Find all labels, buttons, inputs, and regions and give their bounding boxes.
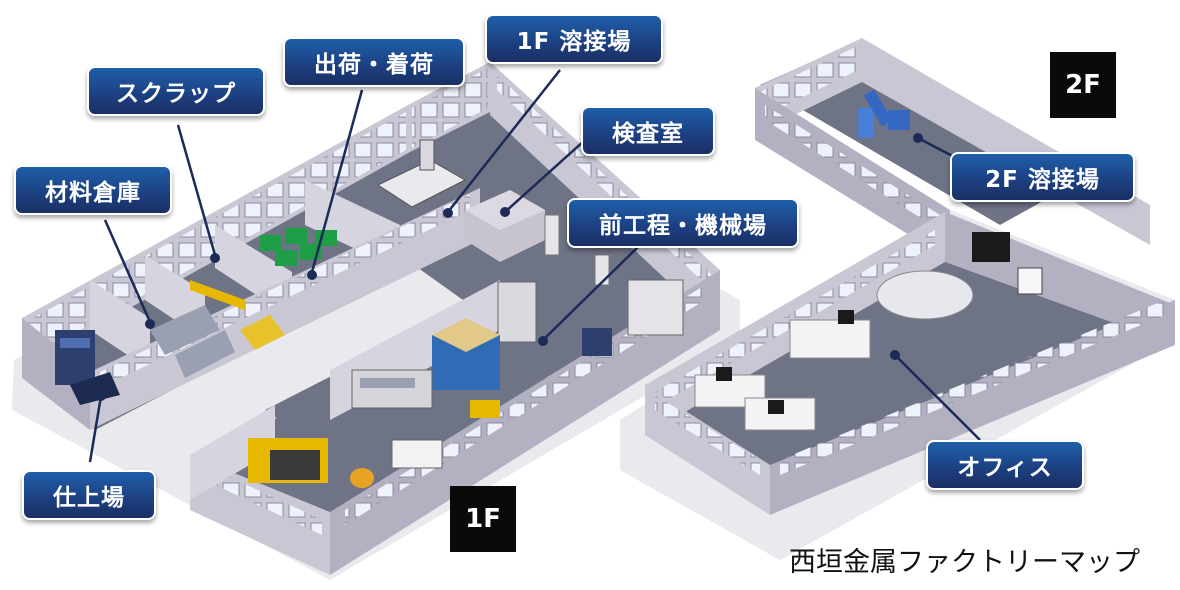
orange-drum — [350, 468, 374, 488]
scrap-bin — [240, 315, 285, 350]
machine-cabinet-1 — [497, 281, 537, 343]
desk-1 — [789, 319, 871, 359]
machine-cabinet-2 — [627, 279, 684, 336]
label-welding-1f: 1F 溶接場 — [485, 14, 663, 64]
floor-marker-2f: 2F — [1050, 52, 1116, 118]
floor-marker-1f: 1F — [450, 486, 516, 552]
label-shipping: 出荷・着荷 — [283, 37, 465, 87]
wall-office-back-windows — [655, 230, 935, 407]
robot-arm-2f — [858, 89, 910, 138]
wall-office-front-windows — [655, 395, 760, 475]
wall-office-bottom-windows — [780, 300, 1165, 475]
leader-machining — [542, 244, 641, 341]
floor-1f-building — [12, 62, 740, 580]
label-office: オフィス — [926, 440, 1084, 490]
green-crates — [260, 235, 282, 251]
small-machine-2 — [582, 328, 612, 356]
wall-2f-upper-left-windows — [765, 105, 940, 230]
label-materials: 材料倉庫 — [14, 165, 172, 215]
small-machine-1 — [470, 400, 500, 418]
leader-scrap — [176, 124, 217, 256]
leader-welding-1f — [447, 69, 561, 213]
leader-lines — [88, 69, 981, 463]
monitor-1 — [838, 310, 854, 324]
wall-lower-left-windows — [198, 462, 322, 535]
monitor-2 — [716, 367, 732, 381]
whiteboard — [1017, 267, 1043, 295]
wall-2f-upper-windows — [760, 46, 858, 118]
material-rack — [150, 305, 220, 355]
label-finishing: 仕上場 — [22, 470, 156, 520]
leader-shipping — [310, 89, 364, 273]
welding-table-1f — [376, 159, 467, 208]
robot-arm-1f-a — [544, 214, 560, 256]
meeting-table — [876, 270, 974, 320]
wall-office-bottom — [770, 300, 1175, 515]
label-machining: 前工程・機械場 — [567, 198, 799, 248]
leader-materials — [103, 219, 152, 323]
leader-finishing — [88, 395, 103, 463]
label-inspection: 検査室 — [581, 106, 715, 156]
partition-1 — [90, 280, 150, 370]
label-scrap: スクラップ — [87, 66, 265, 116]
floor-2f-building — [620, 38, 1175, 560]
laser-cutter — [351, 369, 433, 409]
leader-dots — [96, 133, 923, 401]
wall-back-corridor-windows — [412, 68, 488, 148]
label-welding-2f: 2F 溶接場 — [950, 152, 1135, 202]
wall-lower-back — [190, 405, 275, 500]
monitor-3 — [768, 400, 784, 414]
leader-office — [894, 354, 981, 441]
white-box — [391, 439, 443, 469]
map-caption: 西垣金属ファクトリーマップ — [789, 547, 1140, 578]
tv-monitor — [972, 232, 1010, 262]
leader-inspection — [504, 139, 586, 213]
